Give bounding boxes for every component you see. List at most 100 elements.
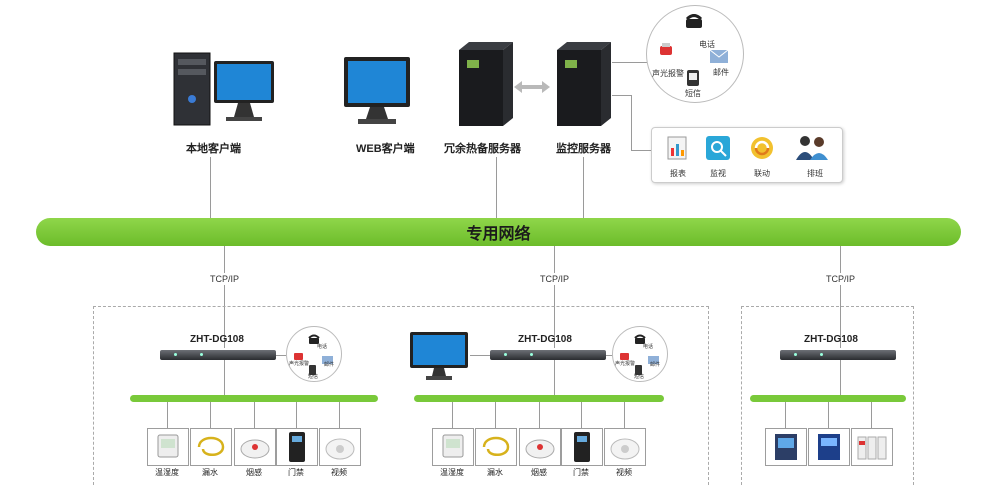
line-down-c	[840, 246, 841, 348]
shift-icon	[794, 134, 830, 160]
line-redundant-server	[496, 157, 497, 218]
gateway-a-down	[224, 360, 225, 396]
sensor-b-3-label: 门禁	[573, 468, 589, 477]
function-report-label: 报表	[670, 169, 686, 178]
monitor-b-to-gateway	[470, 355, 490, 356]
line-down-a	[224, 246, 225, 348]
phone-icon	[308, 331, 320, 344]
group-box-c	[741, 306, 914, 485]
drop-a-2	[254, 402, 255, 428]
local-client-label: 本地客户端	[186, 143, 241, 155]
drop-b-2	[539, 402, 540, 428]
redundant-server-label: 冗余热备服务器	[444, 143, 521, 155]
temp-humidity-sensor-icon	[147, 428, 189, 466]
gateway-c-down	[840, 360, 841, 396]
sensor-b-2-label: 烟感	[531, 468, 547, 477]
drop-b-3	[581, 402, 582, 428]
alarm-circle-b: 电话 声光报警 邮件 短信	[612, 326, 668, 382]
drop-c-0	[785, 402, 786, 428]
connector-functions-h	[631, 150, 651, 151]
drop-a-0	[167, 402, 168, 428]
gateway-b-label: ZHT-DG108	[518, 334, 572, 345]
drop-c-1	[828, 402, 829, 428]
functions-panel: 报表 监视 联动 排班	[651, 127, 843, 183]
bidirectional-arrow-icon	[514, 80, 550, 93]
alarm-a-email-label: 邮件	[324, 362, 335, 368]
email-icon	[648, 351, 659, 364]
line-monitor-server	[583, 157, 584, 218]
drop-b-4	[624, 402, 625, 428]
sound-light-alarm-icon	[294, 347, 303, 360]
group-b-monitor-icon	[408, 330, 472, 384]
connector-alarm	[612, 62, 652, 63]
bus-bar-b	[414, 395, 664, 402]
connector-functions-v	[631, 95, 632, 150]
email-icon	[709, 49, 729, 63]
sensor-a-4-label: 视频	[331, 468, 347, 477]
alarm-a-phone-label: 电话	[317, 344, 328, 350]
water-leak-sensor-icon	[475, 428, 517, 466]
tcp-label-c: TCP/IP	[826, 273, 856, 285]
alarm-circle-a: 电话 声光报警 邮件 短信	[286, 326, 342, 382]
video-camera-icon	[604, 428, 646, 466]
alarm-methods-circle: 电话 声光报警 邮件 短信	[646, 5, 744, 103]
temp-humidity-sensor-icon	[432, 428, 474, 466]
alarm-a-sound-light-label: 声光报警	[289, 361, 310, 367]
bus-bar-c	[750, 395, 906, 402]
gateway-a-to-alarm	[276, 355, 286, 356]
web-client-label: WEB客户端	[356, 143, 415, 155]
ups-controller-icon	[808, 428, 850, 466]
sensor-a-3-label: 门禁	[288, 468, 304, 477]
monitor-server-icon	[553, 40, 613, 128]
email-icon	[322, 351, 333, 364]
redundant-server-icon	[455, 40, 515, 128]
sensor-a-2-label: 烟感	[246, 468, 262, 477]
function-linkage-label: 联动	[754, 169, 770, 178]
alarm-sound-light-label: 声光报警	[652, 69, 684, 78]
gateway-c-label: ZHT-DG108	[804, 334, 858, 345]
alarm-email-label: 邮件	[713, 68, 729, 77]
phone-icon	[634, 331, 646, 344]
circuit-breaker-icon	[851, 428, 893, 466]
connector-functions	[612, 95, 632, 96]
video-camera-icon	[319, 428, 361, 466]
drop-a-1	[210, 402, 211, 428]
sms-icon	[309, 362, 316, 375]
group-box-a	[93, 306, 709, 485]
network-label: 专用网络	[466, 226, 531, 243]
linkage-icon	[750, 136, 774, 160]
alarm-b-sms-label: 短信	[634, 374, 645, 380]
power-meter-icon	[765, 428, 807, 466]
access-control-icon	[276, 428, 318, 466]
line-local-client	[210, 157, 211, 218]
bus-bar-a	[130, 395, 378, 402]
alarm-sms-label: 短信	[685, 89, 701, 98]
sensor-b-4-label: 视频	[616, 468, 632, 477]
gateway-b-to-alarm	[606, 355, 612, 356]
sms-icon	[687, 70, 699, 86]
alarm-b-email-label: 邮件	[650, 362, 661, 368]
sound-light-alarm-icon	[620, 347, 629, 360]
water-leak-sensor-icon	[190, 428, 232, 466]
sensor-b-0-label: 温湿度	[440, 468, 464, 477]
tcp-label-b: TCP/IP	[540, 273, 570, 285]
alarm-b-phone-label: 电话	[643, 344, 654, 350]
gateway-a-device	[160, 350, 276, 360]
drop-a-3	[296, 402, 297, 428]
function-shift-label: 排班	[807, 169, 823, 178]
drop-c-2	[871, 402, 872, 428]
monitor-server-label: 监控服务器	[556, 143, 611, 155]
gateway-b-device	[490, 350, 606, 360]
private-network-bar: 专用网络	[36, 218, 961, 246]
report-icon	[666, 136, 690, 160]
sensor-a-1-label: 漏水	[202, 468, 218, 477]
gateway-c-device	[780, 350, 896, 360]
function-video-label: 监视	[710, 169, 726, 178]
gateway-b-down	[554, 360, 555, 396]
sound-light-alarm-icon	[659, 42, 673, 56]
alarm-a-sms-label: 短信	[308, 374, 319, 380]
smoke-sensor-icon	[519, 428, 561, 466]
local-client-pc-icon	[168, 45, 280, 133]
drop-a-4	[339, 402, 340, 428]
sensor-b-1-label: 漏水	[487, 468, 503, 477]
